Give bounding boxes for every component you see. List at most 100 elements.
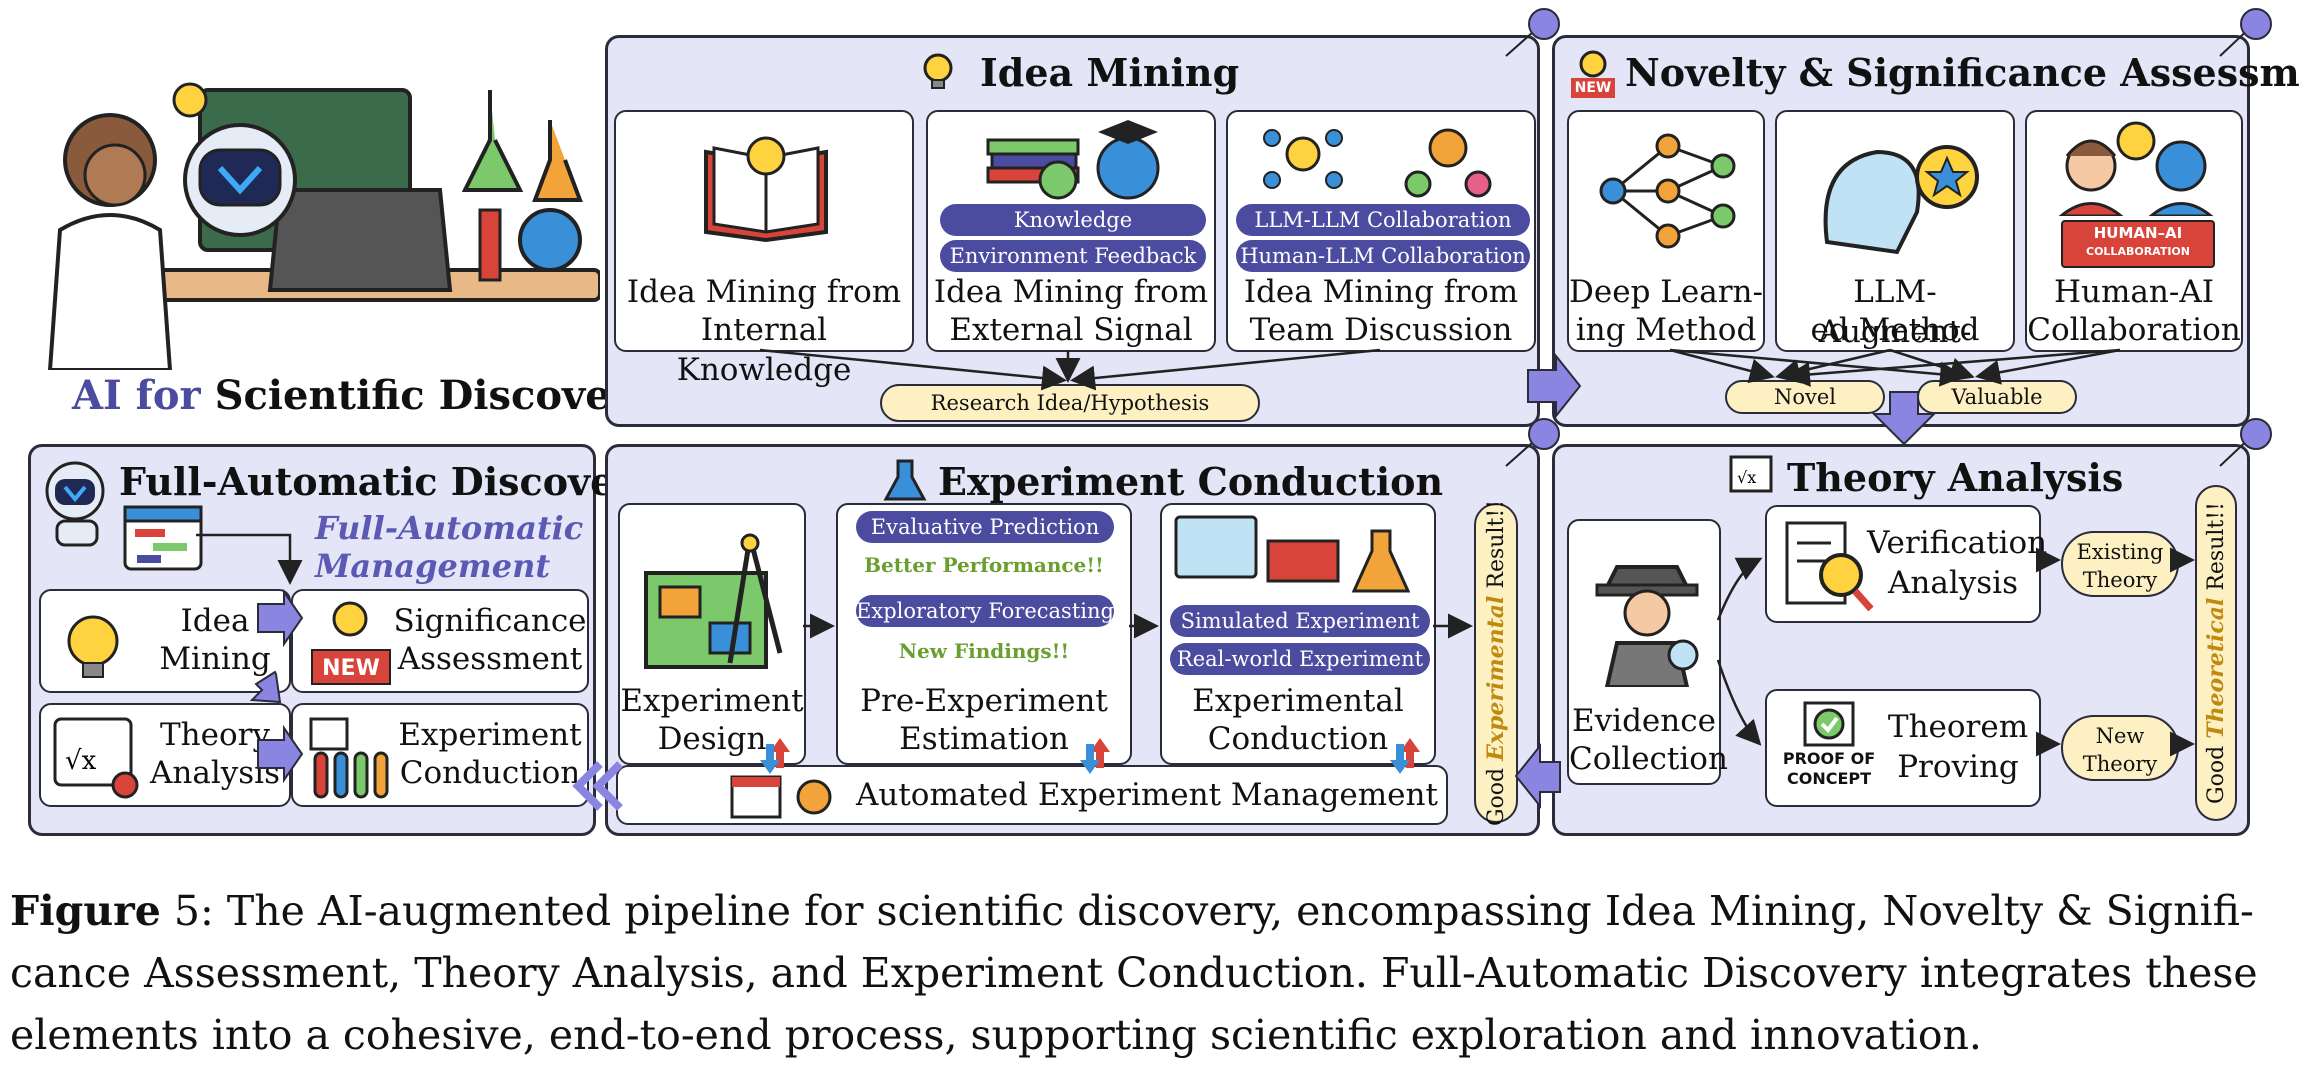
human-ai-badge: HUMAN–AI COLLABORATION	[2061, 220, 2215, 268]
novelty-card-llm-line2: ed Method	[1810, 312, 1980, 348]
good-experimental-result: Good Experimental Result!!	[1474, 500, 1518, 826]
pill-human-llm: Human-LLM Collaboration	[1236, 240, 1530, 272]
good-theoretical-result: Good Theoretical Result!!	[2195, 485, 2237, 821]
better-performance-note: Better Performance!!	[864, 553, 1104, 577]
new-theory-line2: Theory	[2082, 752, 2158, 776]
pill-knowledge: Knowledge	[940, 204, 1206, 236]
blueprint-icon	[644, 533, 783, 669]
verification-line2: Analysis	[1888, 565, 2018, 601]
full-auto-panel: Full-Automatic Discovery Full-Automatic …	[28, 444, 656, 836]
ai-head-bulb-icon	[1823, 145, 1979, 255]
evidence-line1: Evidence	[1572, 703, 1716, 739]
proof-of-concept-badge: PROOF OF CONCEPT	[1777, 749, 1881, 789]
exp-result-suffix: Result!!	[1484, 499, 1509, 589]
exp-design-line2: Design	[657, 721, 767, 757]
auto-item-idea-mining: Idea Mining	[39, 589, 291, 693]
svg-text:√x: √x	[1737, 468, 1756, 487]
novelty-panel: NEW Novelty & Significance Assessment De…	[1552, 35, 2300, 427]
idea-card-internal-line2: Internal Knowledge	[676, 312, 852, 388]
auto-item-theory-line1: Theory	[160, 717, 270, 753]
auto-item-sig-line2: Assessment	[397, 641, 583, 677]
theorem-proving-card: PROOF OF CONCEPT Theorem Proving	[1765, 689, 2041, 807]
test-tubes-icon	[309, 717, 389, 799]
pill-environment-feedback: Environment Feedback	[940, 240, 1206, 272]
theory-title: Theory Analysis	[1787, 455, 2124, 500]
checklist-magnifier-icon	[1785, 521, 1874, 612]
novelty-card-hai-line2: Collaboration	[2027, 312, 2241, 348]
pill-llm-llm: LLM-LLM Collaboration	[1236, 204, 1530, 236]
auto-item-experiment: Experiment Conduction	[291, 703, 589, 807]
verification-line1: Verification	[1867, 525, 2048, 561]
exp-result-prefix: Good	[1484, 767, 1509, 827]
valuable-pill: Valuable	[1917, 380, 2077, 414]
figure-caption: Figure 5: The AI-augmented pipeline for …	[10, 880, 2290, 1066]
existing-theory-line1: Existing	[2076, 540, 2164, 564]
novelty-card-deep-learning: Deep Learn- ing Method	[1567, 110, 1765, 352]
automated-management-label: Automated Experiment Management	[856, 777, 1438, 813]
novelty-title: Novelty & Significance Assessment	[1625, 50, 2300, 95]
corner-knob	[1528, 8, 1560, 40]
experiment-panel: Experiment Conduction Experiment Design …	[605, 444, 1540, 836]
open-book-icon	[704, 136, 828, 242]
idea-card-external-line1: Idea Mining from	[933, 274, 1209, 310]
existing-theory-pill: Existing Theory	[2061, 531, 2179, 597]
exp-result-em: Experimental	[1483, 595, 1509, 761]
scientist-robot-illustration	[47, 82, 602, 372]
pill-simulated-experiment: Simulated Experiment	[1170, 605, 1430, 637]
detective-icon	[1595, 565, 1699, 687]
idea-card-internal: Idea Mining from Internal Knowledge	[614, 110, 914, 388]
auto-item-theory-line2: Analysis	[150, 755, 280, 791]
idea-card-external-line2: External Signal	[949, 312, 1193, 348]
proof-badge-line1: PROOF OF	[1782, 749, 1876, 768]
new-findings-note: New Findings!!	[898, 639, 1070, 663]
experiment-title: Experiment Conduction	[938, 459, 1444, 504]
novelty-card-dl-line1: Deep Learn-	[1569, 274, 1763, 310]
novelty-card-human-ai: HUMAN–AI COLLABORATION Human-AI Collabor…	[2025, 110, 2243, 352]
idea-mining-icon	[923, 53, 953, 89]
exp-estimation-line2: Estimation	[899, 721, 1069, 757]
theory-result-em: Theoretical	[2203, 597, 2229, 739]
hero-title: AI for Scientific Discovery	[72, 372, 655, 419]
human-ai-icon	[2058, 121, 2214, 216]
team-discussion-icon	[1263, 128, 1492, 198]
hero-title-prefix: AI for	[72, 372, 201, 419]
novel-pill: Novel	[1725, 380, 1885, 414]
pill-exploratory-forecasting: Exploratory Forecasting	[856, 595, 1114, 627]
novelty-card-llm-line1: LLM-Augment-	[1818, 274, 1972, 350]
theory-panel: √x Theory Analysis Evidence Collection V…	[1552, 444, 2250, 836]
new-theory-line1: New	[2095, 724, 2145, 748]
theory-board-icon: √x	[1729, 455, 1773, 493]
idea-mining-panel: Idea Mining Idea Mining from Internal Kn…	[605, 35, 1540, 427]
hero-title-main: Scientific Discovery	[214, 372, 656, 419]
caption-label: Figure	[10, 887, 161, 935]
formula-board-icon: √x	[53, 717, 139, 799]
neural-network-icon	[1599, 133, 1736, 249]
proof-badge-line2: CONCEPT	[1786, 769, 1872, 788]
full-auto-subtitle: Full-Automatic Management	[315, 509, 583, 585]
theorem-line2: Proving	[1897, 749, 2019, 785]
evidence-line2: Collection	[1569, 741, 1728, 777]
bulb-sparkle-icon	[67, 615, 119, 678]
exp-conduction-line1: Experimental	[1192, 683, 1404, 719]
corner-knob	[2240, 418, 2272, 450]
full-auto-subtitle-line2: Management	[315, 547, 551, 585]
good-experimental-result-text: Good Experimental Result!!	[1483, 500, 1509, 826]
human-ai-badge-line2: COLLABORATION	[2086, 245, 2190, 258]
lab-equipment-icon	[1174, 515, 1411, 593]
robot-icon	[45, 461, 105, 547]
novelty-card-llm: LLM-Augment- ed Method	[1775, 110, 2015, 352]
idea-card-internal-line1: Idea Mining from	[626, 274, 902, 310]
verification-card: Verification Analysis	[1765, 505, 2048, 623]
gantt-chart-icon	[123, 505, 203, 571]
svg-text:√x: √x	[65, 746, 97, 776]
auto-item-exp-line2: Conduction	[399, 755, 581, 791]
exp-card-design: Experiment Design	[618, 503, 806, 765]
pill-evaluative-prediction: Evaluative Prediction	[856, 511, 1114, 543]
corner-knob	[2240, 8, 2272, 40]
novelty-card-dl-line2: ing Method	[1575, 312, 1757, 348]
idea-card-team: LLM-LLM Collaboration Human-LLM Collabor…	[1226, 110, 1536, 352]
research-idea-pill: Research Idea/Hypothesis	[880, 384, 1260, 422]
evidence-collection-card: Evidence Collection	[1567, 519, 1728, 785]
hero-illustration	[20, 50, 602, 372]
bulb-icon	[332, 601, 368, 637]
